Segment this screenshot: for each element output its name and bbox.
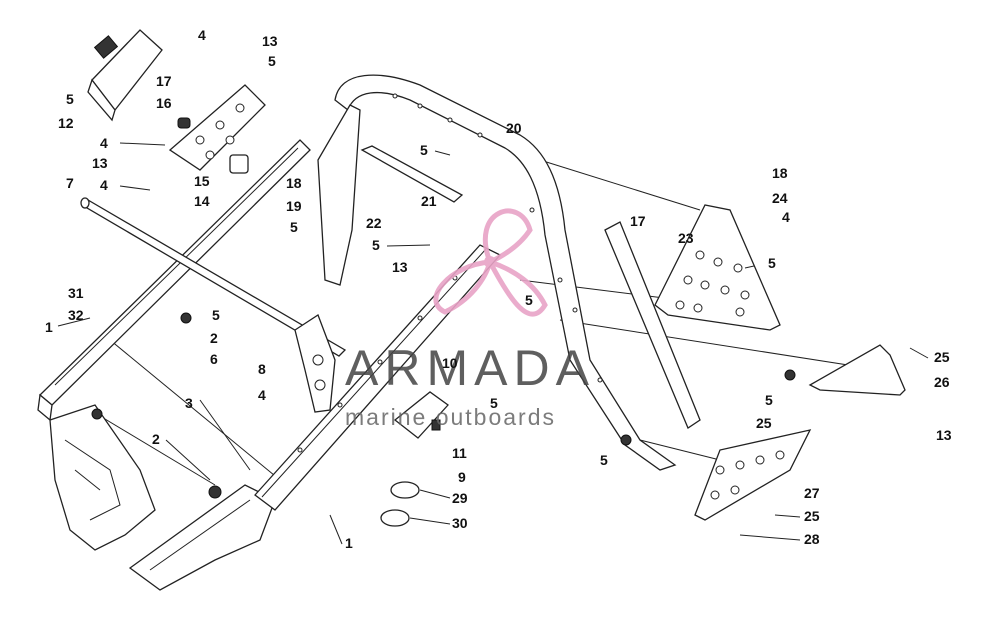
center-long-rail [254, 244, 502, 511]
control-module [87, 29, 163, 122]
callout-label: 4 [782, 209, 790, 225]
callout-label: 25 [756, 415, 772, 431]
callout-label: 4 [100, 177, 108, 193]
callout-label: 13 [92, 155, 108, 171]
callout-label: 3 [185, 395, 193, 411]
callout-label: 9 [458, 469, 466, 485]
callout-label: 20 [506, 120, 522, 136]
callout-label: 31 [68, 285, 84, 301]
callout-labels: 1 1 2 2 3 4 4 4 4 4 5 5 5 5 5 5 5 5 5 5 … [45, 27, 952, 551]
watermark-logo [433, 208, 548, 317]
long-tube [80, 197, 347, 357]
callout-label: 26 [934, 374, 950, 390]
callout-label: 16 [156, 95, 172, 111]
main-arch-frame [334, 74, 677, 471]
callout-label: 23 [678, 230, 694, 246]
callout-label: 17 [630, 213, 646, 229]
callout-label: 13 [262, 33, 278, 49]
callout-label: 1 [45, 319, 53, 335]
strap-plate [360, 145, 464, 203]
right-flat-bar [604, 221, 701, 429]
callout-label: 5 [768, 255, 776, 271]
right-angle-bracket [808, 344, 906, 396]
left-diagonal-rail [37, 139, 311, 422]
callout-label: 4 [198, 27, 206, 43]
callout-label: 18 [286, 175, 302, 191]
callout-label: 32 [68, 307, 84, 323]
callout-label: 22 [366, 215, 382, 231]
callout-label: 25 [934, 349, 950, 365]
hose-clamps [380, 481, 420, 527]
left-upright-bracket [317, 104, 361, 286]
propeller-icon [433, 208, 548, 317]
callout-label: 18 [772, 165, 788, 181]
watermark-tagline: marine outboards [345, 404, 556, 430]
lower-left-bracket [49, 404, 156, 551]
small-parts [91, 117, 796, 499]
perforated-plate-upper [654, 204, 781, 331]
callout-label: 5 [525, 292, 533, 308]
callout-label: 24 [772, 190, 788, 206]
mounting-plate [168, 84, 266, 171]
perforated-plate-lower [694, 429, 812, 521]
callout-label: 11 [452, 445, 467, 461]
callout-label: 19 [286, 198, 302, 214]
gusset-plate [294, 314, 336, 413]
callout-label: 5 [420, 142, 428, 158]
callout-label: 10 [442, 355, 458, 371]
callout-label: 28 [804, 531, 820, 547]
callout-label: 2 [210, 330, 218, 346]
reference-lines [89, 159, 881, 486]
callout-label: 17 [156, 73, 172, 89]
callout-label: 5 [212, 307, 220, 323]
callout-label: 29 [452, 490, 468, 506]
callout-label: 5 [268, 53, 276, 69]
callout-label: 8 [258, 361, 266, 377]
callout-label: 5 [600, 452, 608, 468]
callout-label: 5 [490, 395, 498, 411]
watermark-brand: ARMADA [345, 340, 595, 396]
callout-label: 5 [66, 91, 74, 107]
callout-label: 14 [194, 193, 210, 209]
callout-label: 12 [58, 115, 74, 131]
callout-label: 5 [372, 237, 380, 253]
lower-base-bracket [128, 484, 276, 591]
callout-label: 4 [100, 135, 108, 151]
callout-label: 5 [290, 219, 298, 235]
callout-label: 13 [936, 427, 952, 443]
callout-label: 7 [66, 175, 74, 191]
callout-label: 1 [345, 535, 353, 551]
callout-label: 30 [452, 515, 468, 531]
label-leaders [57, 142, 929, 545]
callout-label: 13 [392, 259, 408, 275]
callout-label: 4 [258, 387, 266, 403]
callout-label: 6 [210, 351, 218, 367]
callout-label: 5 [765, 392, 773, 408]
callout-label: 15 [194, 173, 210, 189]
callout-label: 27 [804, 485, 820, 501]
callout-label: 2 [152, 431, 160, 447]
switch-assembly [393, 391, 449, 439]
callout-label: 21 [421, 193, 437, 209]
callout-label: 25 [804, 508, 820, 524]
